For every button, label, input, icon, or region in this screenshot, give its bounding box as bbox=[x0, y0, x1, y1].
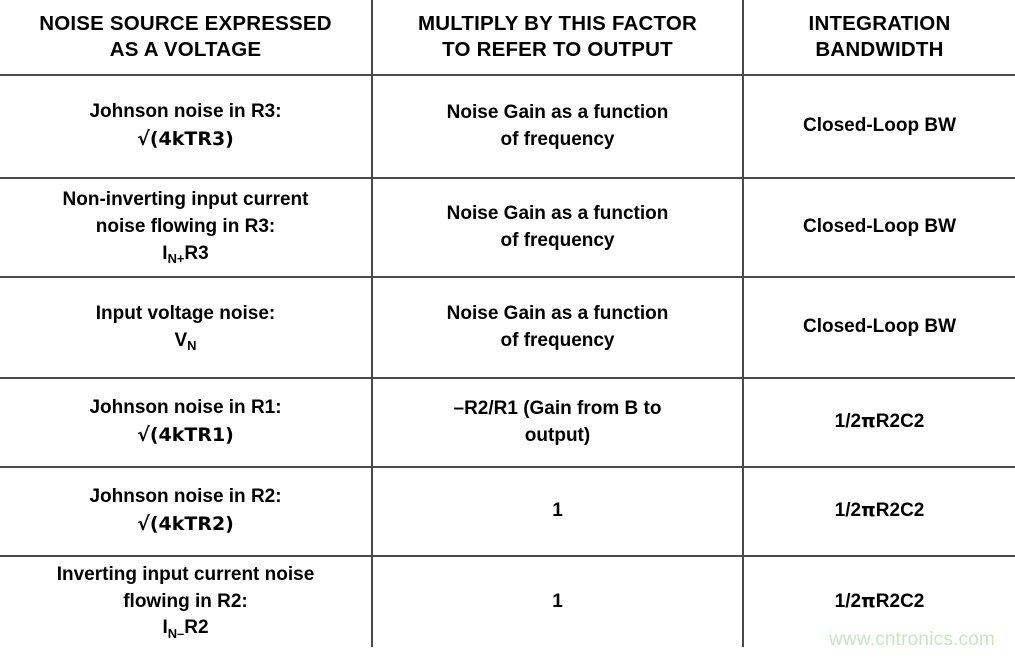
column-header-integration-bandwidth-line-1: INTEGRATION bbox=[808, 11, 951, 35]
integration-bandwidth-value: Closed-Loop BW bbox=[802, 316, 957, 338]
multiply-factor-line-2: output) bbox=[524, 424, 591, 446]
pi-symbol: π bbox=[861, 411, 876, 433]
integration-bandwidth-value: Closed-Loop BW bbox=[802, 115, 957, 137]
noise-source-description: Inverting input current noise bbox=[56, 563, 315, 585]
integration-bandwidth-value: 1/2πR2C2 bbox=[835, 498, 925, 525]
noise-source-description-cont: noise flowing in R3: bbox=[95, 216, 276, 238]
cell-multiply-factor: 1 bbox=[372, 467, 744, 557]
bandwidth-suffix: R2C2 bbox=[875, 590, 925, 612]
noise-source-formula-main: √(4kTR3) bbox=[137, 128, 234, 150]
noise-source-formula-symbol: V bbox=[174, 329, 188, 351]
bandwidth-prefix: 1/2 bbox=[834, 411, 862, 433]
noise-source-formula: √(4kTR2) bbox=[10, 511, 361, 539]
noise-source-formula: √(4kTR3) bbox=[10, 126, 361, 154]
column-header-noise-source: NOISE SOURCE EXPRESSED AS A VOLTAGE bbox=[0, 0, 373, 76]
column-header-multiply-factor: MULTIPLY BY THIS FACTOR TO REFER TO OUTP… bbox=[372, 0, 744, 76]
cell-noise-source: Inverting input current noise flowing in… bbox=[0, 556, 373, 647]
multiply-factor-line-1: 1 bbox=[552, 500, 563, 522]
column-header-multiply-factor-line-2: TO REFER TO OUTPUT bbox=[442, 38, 673, 61]
cell-noise-source: Johnson noise in R3: √(4kTR3) bbox=[0, 75, 373, 179]
table-row: Johnson noise in R1: √(4kTR1) –R2/R1 (Ga… bbox=[0, 378, 1015, 468]
noise-source-formula-main: √(4kTR1) bbox=[137, 424, 234, 446]
multiply-factor-line-2: of frequency bbox=[500, 128, 615, 150]
noise-source-description-cont: flowing in R2: bbox=[123, 590, 248, 612]
noise-source-formula-subscript: N+ bbox=[167, 251, 185, 267]
cell-noise-source: Johnson noise in R1: √(4kTR1) bbox=[0, 378, 373, 468]
bandwidth-suffix: R2C2 bbox=[875, 411, 925, 433]
multiply-factor-line-2: of frequency bbox=[500, 229, 615, 251]
noise-source-formula-suffix: R3 bbox=[184, 242, 209, 264]
multiply-factor-line-1: Noise Gain as a function bbox=[446, 302, 669, 324]
cell-multiply-factor: Noise Gain as a function of frequency bbox=[372, 178, 744, 278]
table-header: NOISE SOURCE EXPRESSED AS A VOLTAGE MULT… bbox=[0, 0, 1015, 76]
column-header-integration-bandwidth-line-2: BANDWIDTH bbox=[815, 38, 944, 61]
watermark: www.cntronics.com bbox=[829, 629, 995, 650]
multiply-factor-line-1: Noise Gain as a function bbox=[446, 202, 669, 224]
cell-noise-source: Non-inverting input current noise flowin… bbox=[0, 178, 373, 278]
cell-multiply-factor: Noise Gain as a function of frequency bbox=[372, 277, 744, 379]
noise-source-formula-symbol: I bbox=[162, 242, 168, 264]
column-header-noise-source-line-2: AS A VOLTAGE bbox=[109, 38, 262, 61]
cell-integration-bandwidth: Closed-Loop BW bbox=[743, 178, 1015, 278]
cell-integration-bandwidth: Closed-Loop BW bbox=[743, 75, 1015, 179]
noise-source-formula-subscript: N bbox=[187, 337, 197, 353]
noise-source-description: Input voltage noise: bbox=[95, 302, 276, 324]
cell-integration-bandwidth: Closed-Loop BW bbox=[743, 277, 1015, 379]
noise-source-description: Johnson noise in R3: bbox=[89, 101, 282, 123]
noise-source-formula-main: √(4kTR2) bbox=[137, 513, 234, 535]
multiply-factor-line-1: 1 bbox=[552, 590, 563, 612]
table-header-row: NOISE SOURCE EXPRESSED AS A VOLTAGE MULT… bbox=[0, 0, 1015, 76]
noise-source-formula-symbol: I bbox=[162, 617, 168, 639]
noise-source-description: Non-inverting input current bbox=[62, 189, 309, 211]
noise-source-formula-subscript: N– bbox=[167, 625, 185, 641]
noise-source-description: Johnson noise in R1: bbox=[89, 397, 282, 419]
cell-noise-source: Input voltage noise: VN bbox=[0, 277, 373, 379]
cell-multiply-factor: 1 bbox=[372, 556, 744, 647]
cell-integration-bandwidth: 1/2πR2C2 bbox=[743, 378, 1015, 468]
cell-multiply-factor: –R2/R1 (Gain from B to output) bbox=[372, 378, 744, 468]
bandwidth-prefix: 1/2 bbox=[834, 590, 862, 612]
column-header-noise-source-line-1: NOISE SOURCE EXPRESSED bbox=[39, 11, 332, 35]
cell-noise-source: Johnson noise in R2: √(4kTR2) bbox=[0, 467, 373, 557]
noise-source-formula: IN–R2 bbox=[10, 615, 361, 642]
multiply-factor-line-1: –R2/R1 (Gain from B to bbox=[453, 397, 662, 419]
noise-source-formula: IN+R3 bbox=[10, 241, 361, 268]
integration-bandwidth-value: 1/2πR2C2 bbox=[835, 409, 925, 436]
table-body: Johnson noise in R3: √(4kTR3) Noise Gain… bbox=[0, 75, 1015, 647]
table-row: Inverting input current noise flowing in… bbox=[0, 556, 1015, 647]
column-header-multiply-factor-line-1: MULTIPLY BY THIS FACTOR bbox=[417, 11, 698, 35]
pi-symbol: π bbox=[861, 590, 876, 612]
multiply-factor-line-1: Noise Gain as a function bbox=[446, 101, 669, 123]
cell-integration-bandwidth: 1/2πR2C2 bbox=[743, 556, 1015, 647]
pi-symbol: π bbox=[861, 500, 876, 522]
integration-bandwidth-value: Closed-Loop BW bbox=[802, 216, 957, 238]
cell-integration-bandwidth: 1/2πR2C2 bbox=[743, 467, 1015, 557]
table-row: Non-inverting input current noise flowin… bbox=[0, 178, 1015, 278]
multiply-factor-line-2: of frequency bbox=[500, 329, 615, 351]
noise-source-formula: √(4kTR1) bbox=[10, 422, 361, 450]
table-row: Johnson noise in R3: √(4kTR3) Noise Gain… bbox=[0, 75, 1015, 179]
bandwidth-suffix: R2C2 bbox=[875, 500, 925, 522]
table-row: Johnson noise in R2: √(4kTR2) 1 1/2πR2C2 bbox=[0, 467, 1015, 557]
integration-bandwidth-value: 1/2πR2C2 bbox=[835, 589, 925, 616]
noise-source-description: Johnson noise in R2: bbox=[89, 486, 282, 508]
cell-multiply-factor: Noise Gain as a function of frequency bbox=[372, 75, 744, 179]
noise-source-formula: VN bbox=[10, 328, 361, 355]
table-row: Input voltage noise: VN Noise Gain as a … bbox=[0, 277, 1015, 379]
column-header-integration-bandwidth: INTEGRATION BANDWIDTH bbox=[743, 0, 1015, 76]
bandwidth-prefix: 1/2 bbox=[834, 500, 862, 522]
noise-source-formula-suffix: R2 bbox=[184, 617, 209, 639]
